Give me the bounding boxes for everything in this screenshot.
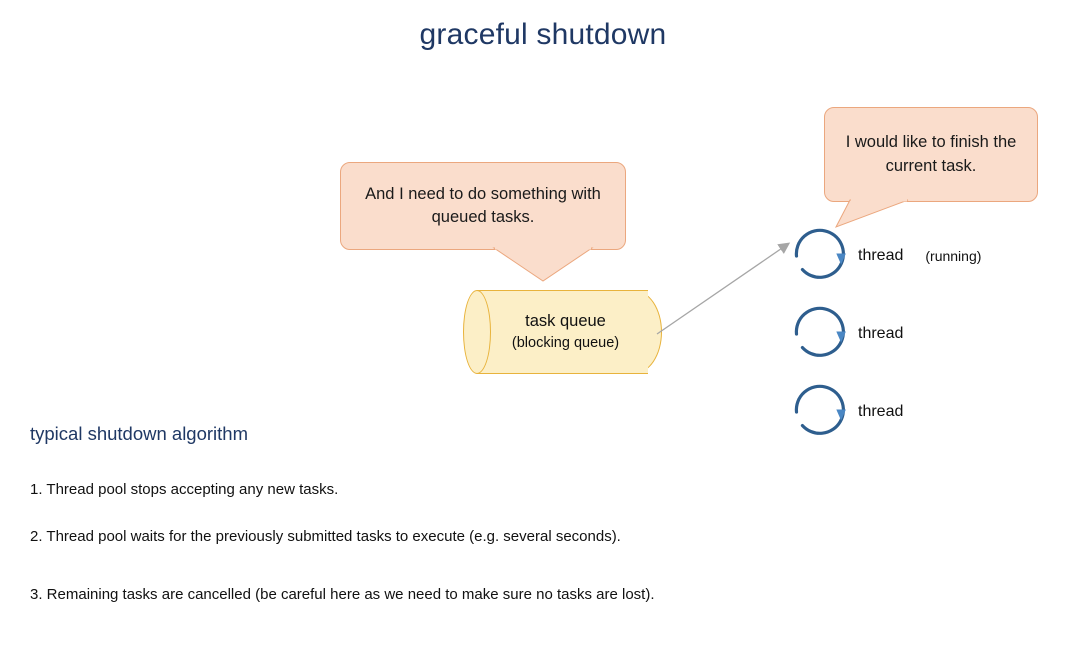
thread-item-3: thread xyxy=(786,378,925,446)
page-title: graceful shutdown xyxy=(419,18,667,51)
speech-bubble-queue-tail xyxy=(492,247,594,282)
algorithm-step-1: 1. Thread pool stops accepting any new t… xyxy=(30,481,339,498)
speech-bubble-thread: I would like to finish the current task. xyxy=(824,107,1038,202)
cylinder-body xyxy=(477,290,648,374)
thread-state-1: (running) xyxy=(925,248,982,264)
circular-arrow-icon xyxy=(794,384,846,435)
circular-arrow-icon xyxy=(794,306,846,357)
speech-bubble-thread-text: I would like to finish the current task. xyxy=(845,133,1017,175)
queue-to-thread-arrow xyxy=(656,242,791,335)
task-queue-title: task queue xyxy=(525,311,606,330)
cylinder-left-cap xyxy=(463,290,491,374)
speech-bubble-thread-tail xyxy=(834,199,909,228)
algorithm-step-2: 2. Thread pool waits for the previously … xyxy=(30,528,621,545)
thread-label-2: thread xyxy=(858,325,904,342)
speech-bubble-queue: And I need to do something with queued t… xyxy=(340,162,626,250)
speech-bubble-queue-text: And I need to do something with queued t… xyxy=(365,184,601,226)
task-queue-label: task queue (blocking queue) xyxy=(483,290,648,374)
task-queue-cylinder: task queue (blocking queue) xyxy=(463,290,662,374)
task-queue-subtitle: (blocking queue) xyxy=(511,335,620,352)
thread-label-1: thread xyxy=(858,247,904,264)
thread-label-3: thread xyxy=(858,403,904,420)
circular-arrow-icon xyxy=(794,228,846,279)
algorithm-heading: typical shutdown algorithm xyxy=(30,423,248,444)
algorithm-step-3: 3. Remaining tasks are cancelled (be car… xyxy=(30,586,655,603)
thread-item-1: thread (running) xyxy=(786,222,981,290)
thread-item-2: thread xyxy=(786,300,925,368)
